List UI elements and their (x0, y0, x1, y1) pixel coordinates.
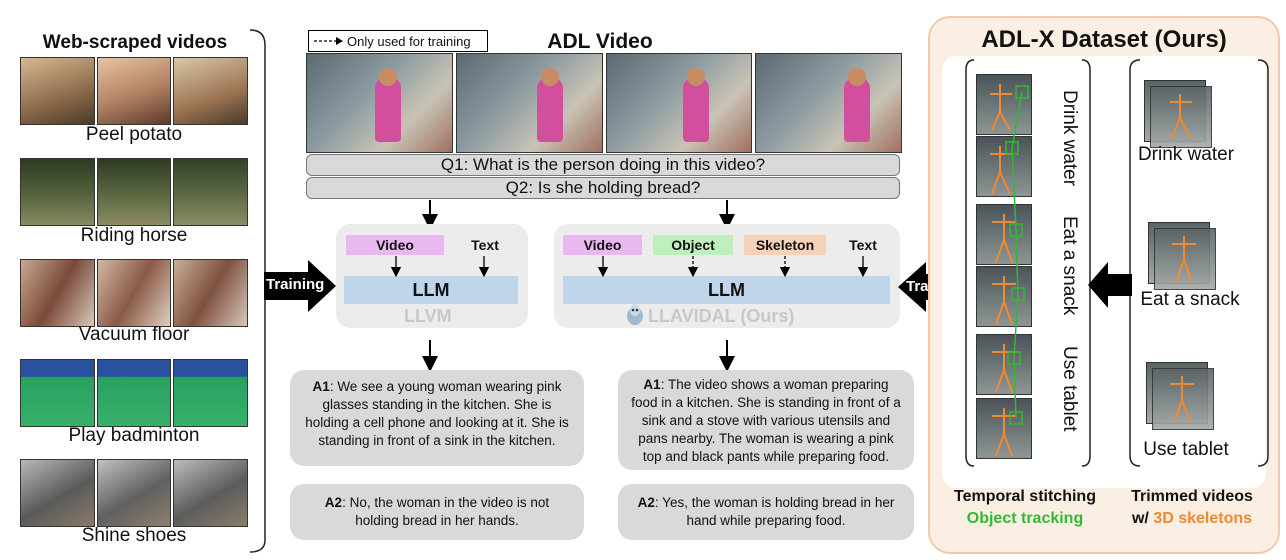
stitch-arrow (1088, 262, 1132, 308)
adl-video-title: ADL Video (547, 30, 653, 53)
stitched-frame (976, 136, 1032, 197)
adl-video-frames (306, 53, 902, 153)
video-frame (755, 53, 902, 153)
llvm-name: LLVM (404, 306, 452, 326)
video-thumbnails-vacuum-floor (20, 259, 249, 327)
training-arrow-left (264, 260, 336, 312)
llavidal-text-tag: Text (849, 237, 877, 253)
label-vacuum-floor: Vacuum floor (78, 324, 190, 345)
llavidal-llm-bar: LLM (563, 276, 890, 304)
label-peel-potato: Peel potato (85, 124, 183, 145)
question-2: Q2: Is she holding bread? (306, 177, 900, 199)
llavidal-video-tag: Video (563, 235, 642, 255)
answer-a2-llavidal: A2: Yes, the woman is holding bread in h… (618, 484, 914, 540)
llavidal-object-tag: Object (653, 235, 733, 255)
llama-mascot-icon (627, 304, 643, 325)
video-frame (306, 53, 453, 153)
llvm-llm-bar: LLM (344, 276, 518, 304)
llvm-video-tag: Video (346, 235, 444, 255)
adlx-title: ADL-X Dataset (Ours) (981, 26, 1227, 53)
legend-box: Only used for training (308, 30, 488, 52)
label-shine-shoes: Shine shoes (81, 525, 187, 546)
dashed-arrow-icon (314, 37, 343, 45)
answer-a1-llavidal: A1: The video shows a woman preparing fo… (618, 370, 914, 470)
label-play-badminton: Play badminton (68, 425, 200, 446)
llavidal-name: LLAVIDAL (Ours) (648, 306, 795, 326)
video-thumbnails-riding-horse (20, 158, 249, 226)
answer-a2-llvm: A2: No, the woman in the video is not ho… (290, 484, 584, 540)
question-1: Q1: What is the person doing in this vid… (306, 154, 900, 176)
stitched-frame (976, 74, 1032, 135)
video-thumbnails-shine-shoes (20, 459, 249, 527)
trimmed-label-use-tablet: Use tablet (1143, 439, 1229, 460)
trimmed-label-drink-water: Drink water (1137, 144, 1235, 165)
video-frame (455, 53, 603, 153)
caption-temporal-stitching: Temporal stitching Object tracking (954, 488, 1096, 527)
training-label-left: Training (266, 276, 325, 293)
answer-a1-llvm: A1: We see a young woman wearing pink gl… (290, 370, 584, 466)
legend-text: Only used for training (347, 33, 471, 49)
label-riding-horse: Riding horse (80, 225, 188, 246)
caption-trimmed-videos: Trimmed videos w/ 3D skeletons (1131, 488, 1253, 527)
trimmed-label-eat-snack: Eat a snack (1140, 289, 1240, 310)
video-thumbnails-play-badminton (20, 359, 249, 427)
web-scraped-title: Web-scraped videos (42, 32, 228, 53)
video-thumbnails-peel-potato (20, 57, 249, 125)
video-frame (605, 53, 753, 153)
llavidal-skeleton-tag: Skeleton (744, 235, 826, 255)
llvm-text-tag: Text (471, 237, 499, 253)
